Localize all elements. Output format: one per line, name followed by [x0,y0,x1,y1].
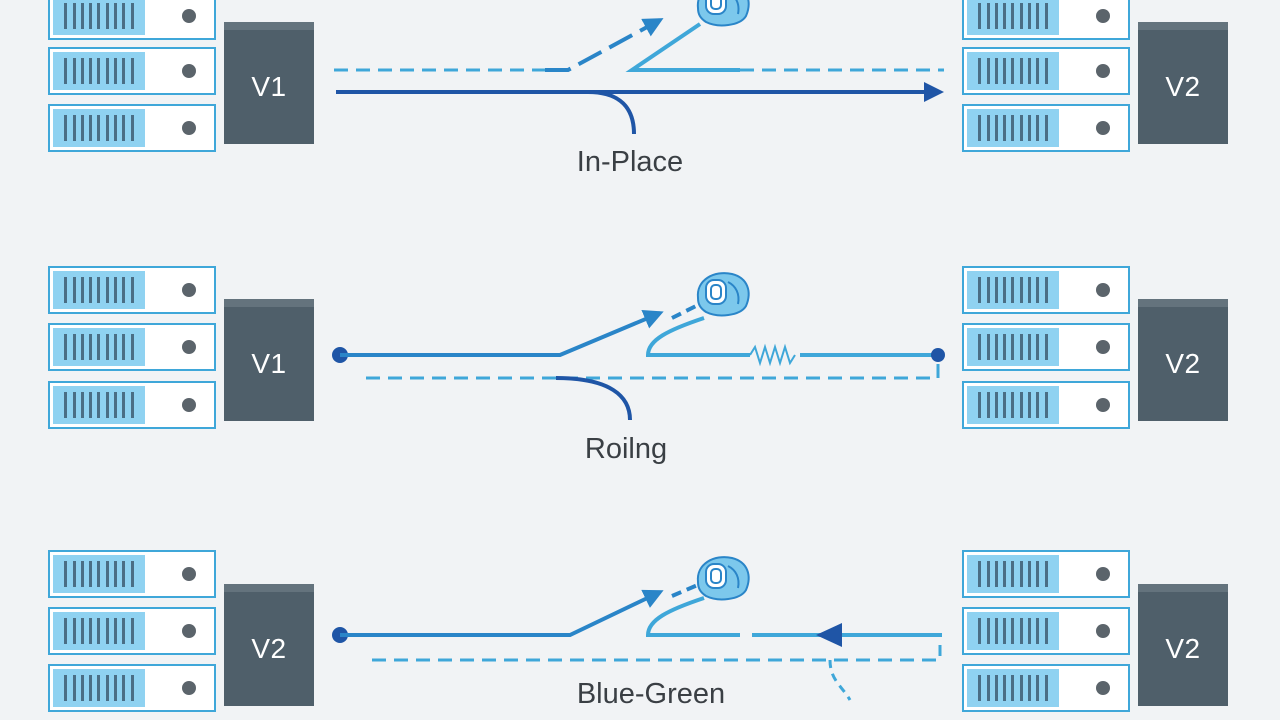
vent-icon [53,555,145,593]
vent-icon [967,52,1059,90]
switch-icon [696,272,750,317]
status-led [1096,283,1110,297]
blue-green-flow [332,556,942,701]
server-unit [962,266,1130,314]
server-unit [48,323,216,371]
server-unit [48,550,216,598]
status-led [182,398,196,412]
server-unit [962,47,1130,95]
status-led [182,283,196,297]
strategy-label: Roilng [584,433,668,465]
status-led [182,340,196,354]
server-unit [962,664,1130,712]
server-unit [48,664,216,712]
server-unit [48,104,216,152]
status-led [182,681,196,695]
vent-icon [53,328,145,366]
server-unit [48,607,216,655]
vent-icon [53,612,145,650]
status-led [182,9,196,23]
switch-icon [696,556,750,601]
vent-icon [967,0,1059,35]
status-led [1096,121,1110,135]
server-unit [962,381,1130,429]
server-unit [48,266,216,314]
status-led [1096,9,1110,23]
version-box-right: V2 [1138,299,1228,421]
rolling-flow [332,272,945,421]
version-box-right: V2 [1138,584,1228,706]
vent-icon [967,612,1059,650]
status-led [182,624,196,638]
switch-icon [696,0,750,27]
vent-icon [53,669,145,707]
status-led [1096,681,1110,695]
strategy-label: Blue-Green [576,678,726,710]
status-led [1096,398,1110,412]
version-box-left: V2 [224,584,314,706]
server-unit [962,550,1130,598]
server-unit [48,47,216,95]
status-led [1096,624,1110,638]
vent-icon [53,52,145,90]
status-led [1096,567,1110,581]
version-box-left: V1 [224,299,314,421]
in-place-flow [334,0,944,135]
status-led [1096,340,1110,354]
vent-icon [967,271,1059,309]
vent-icon [53,0,145,35]
version-box-left: V1 [224,22,314,144]
server-unit [962,0,1130,40]
vent-icon [967,669,1059,707]
vent-icon [53,271,145,309]
status-led [1096,64,1110,78]
server-unit [48,381,216,429]
vent-icon [967,109,1059,147]
server-unit [962,323,1130,371]
version-box-right: V2 [1138,22,1228,144]
server-unit [962,607,1130,655]
strategy-label: In-Place [576,146,684,178]
status-led [182,64,196,78]
vent-icon [967,328,1059,366]
status-led [182,121,196,135]
vent-icon [967,386,1059,424]
server-unit [962,104,1130,152]
server-unit [48,0,216,40]
vent-icon [53,109,145,147]
status-led [182,567,196,581]
vent-icon [53,386,145,424]
vent-icon [967,555,1059,593]
